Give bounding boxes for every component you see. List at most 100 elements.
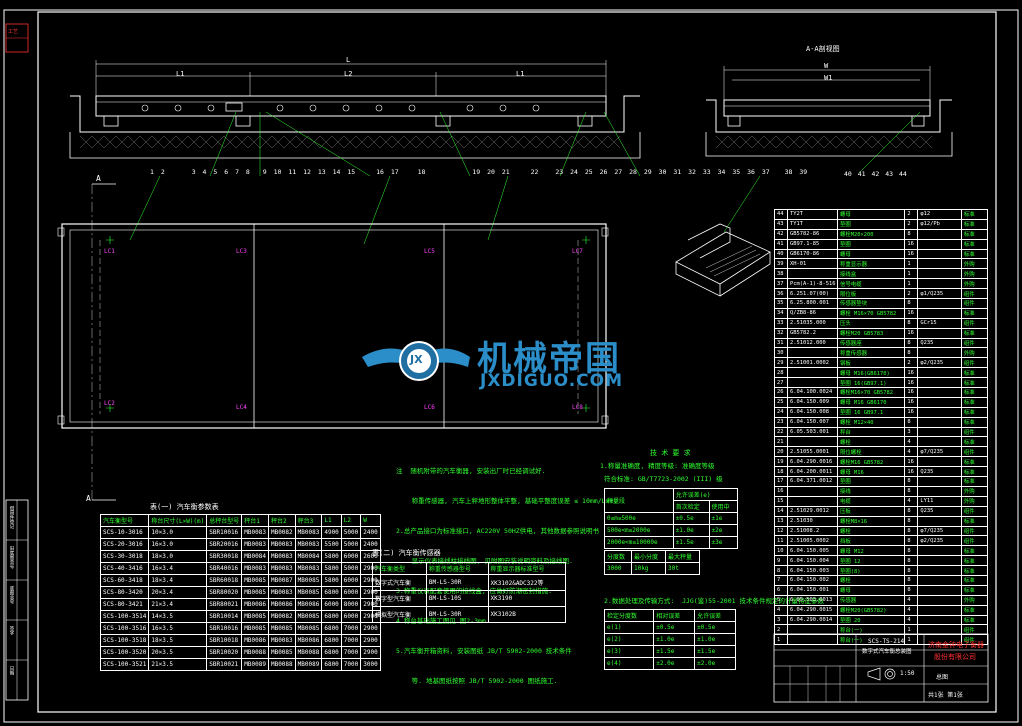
table-cell: MB0085: [241, 574, 269, 587]
bom-cell: 外购: [960, 268, 989, 280]
bom-cell: 2.51012.000: [787, 337, 839, 349]
bom-cell: φ12/Pb: [917, 218, 962, 230]
bom-cell: 6.04.200.0011: [787, 466, 839, 478]
bom-cell: 4: [773, 604, 789, 616]
table-cell: MB0086: [294, 634, 323, 647]
table-cell: 6800: [321, 586, 342, 599]
table-cell: SCS-100-3518: [99, 634, 150, 647]
bom-cell: 2.51005.0002: [787, 535, 839, 547]
bom-cell: 电缆: [837, 495, 906, 507]
bom-cell: [917, 248, 962, 260]
bom-cell: 8: [904, 545, 919, 557]
table-cell: SBR10016: [206, 526, 243, 539]
table-cell: MB0088: [294, 646, 323, 659]
table-cell: SBR10020: [206, 646, 243, 659]
bom-cell: 6.251.07(00): [787, 288, 839, 300]
bom-cell: 组件: [960, 298, 989, 309]
table-cell: 20×3.5: [148, 646, 208, 659]
bom-cell: Pcm(A-1)-8-516: [787, 278, 839, 290]
table-cell: MB0089: [294, 658, 323, 671]
bom-cell: 标准: [960, 387, 989, 398]
bom-cell: 组件: [960, 634, 989, 646]
bom-cell: [917, 634, 962, 646]
bom-cell: 6.04.290.0015: [787, 604, 839, 616]
section-marker-top: A: [96, 174, 101, 183]
table-cell: SCS-40-3416: [99, 562, 150, 575]
bom-cell: 标准: [960, 574, 989, 586]
leader-lines: [129, 111, 921, 245]
table-cell: 6000: [340, 586, 362, 599]
bom-cell: 6.05.503.0013: [787, 594, 839, 606]
bom-cell: 螺栓M20(GB5782): [837, 604, 906, 616]
general-notes: 注 随机附带的汽车衡器, 安装出厂时已经调试好. 称重传感器, 汽车上秤地形整体…: [396, 467, 618, 685]
bom-cell: [917, 515, 962, 527]
bom-cell: 螺母: [837, 248, 906, 260]
load-cell-label: LC4: [236, 404, 247, 411]
bom-cell: 标准: [960, 545, 989, 557]
bom-cell: 外购: [960, 258, 989, 270]
bom-cell: 螺栓: [837, 436, 906, 448]
bom-cell: 13: [773, 515, 789, 527]
bom-cell: 标准: [960, 555, 989, 567]
bom-cell: 标准: [960, 515, 989, 527]
bom-cell: 8: [904, 298, 919, 309]
bom-cell: 8: [904, 555, 919, 567]
bom-cell: 34: [773, 307, 789, 319]
table-cell: 6000: [340, 574, 362, 587]
bom-cell: 标准: [960, 218, 989, 230]
bom-cell: GB6170-86: [787, 248, 839, 260]
bom-cell: 5: [773, 594, 789, 606]
bom-cell: 6.25.800.001: [787, 298, 839, 309]
bom-cell: 组件: [960, 337, 989, 349]
front-elevation: [69, 60, 641, 159]
bom-cell: [917, 258, 962, 270]
bom-cell: [917, 426, 962, 438]
bom-cell: 16: [904, 367, 919, 379]
table-cell: SCS-100-3521: [99, 658, 150, 671]
bom-cell: 6.05.503.001: [787, 426, 839, 438]
bom-cell: 螺栓M16 GB5782: [837, 456, 906, 468]
table-cell: 5000: [340, 526, 362, 539]
table-cell: MB0084: [241, 550, 269, 563]
bom-cell: 外购: [960, 485, 989, 497]
table-cell: 18×3.0: [148, 550, 208, 563]
bom-cell: 标准: [960, 406, 989, 418]
table-cell: MB0088: [267, 658, 296, 671]
table-cell: MB0083: [267, 562, 296, 575]
table-cell: SBR80021: [206, 598, 243, 611]
bom-cell: 6.04.150.005: [787, 545, 839, 557]
table-cell: 2900: [360, 622, 381, 635]
bom-cell: 4: [904, 446, 919, 458]
table-cell: MB0085: [267, 646, 296, 659]
bom-cell: [917, 485, 962, 497]
load-cell-label: LC7: [572, 248, 583, 255]
balloon-row-right: 40 41 42 43 44: [844, 170, 907, 178]
bom-cell: 16: [904, 327, 919, 339]
table-cell: MB0086: [241, 598, 269, 611]
bom-cell: 2: [904, 288, 919, 300]
bom-cell: 16: [904, 456, 919, 468]
bom-cell: 35: [773, 298, 789, 309]
table-cell: MB0083: [267, 586, 296, 599]
bom-cell: 螺栓M16×70 GB5782: [837, 387, 906, 398]
tech-req-table2: 检定分度数相对误差允许误差 e(1)±0.5e±0.5e e(2)±1.0e±1…: [603, 609, 736, 670]
bom-cell: [917, 476, 962, 487]
table-cell: MB0085: [241, 610, 269, 623]
bom-cell: 垫圈 20: [837, 614, 906, 626]
bom-cell: 23: [773, 416, 789, 428]
watermark-text-cn: 机械帝国: [477, 339, 621, 379]
bom-cell: 标准: [960, 456, 989, 468]
bom-cell: 螺栓M20×200: [837, 228, 906, 240]
